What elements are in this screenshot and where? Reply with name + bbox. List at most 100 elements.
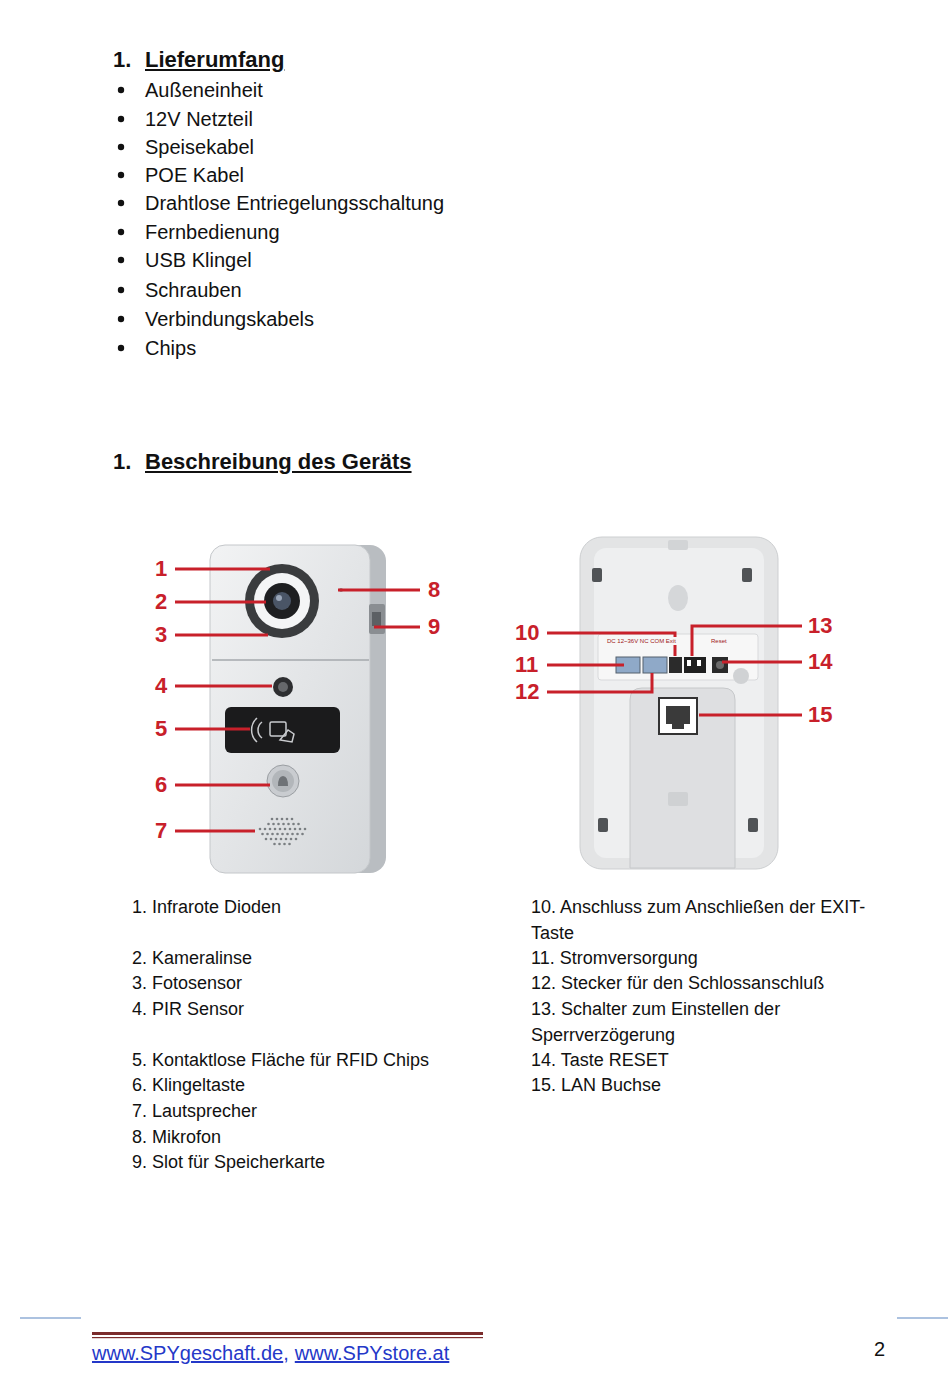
callout-number: 1 bbox=[155, 556, 167, 582]
callout-number: 8 bbox=[428, 577, 440, 603]
screw-slot bbox=[742, 568, 752, 582]
screw-slot bbox=[598, 818, 608, 832]
section-heading: Beschreibung des Geräts bbox=[145, 448, 412, 476]
leader-lines bbox=[175, 569, 802, 831]
card-slot-opening bbox=[372, 612, 381, 626]
rfid-hand bbox=[280, 730, 294, 742]
list-item: Speisekabel bbox=[145, 135, 254, 159]
page-number: 2 bbox=[874, 1337, 885, 1361]
speaker-hole bbox=[278, 843, 281, 846]
footer-link: www.SPYstore.at bbox=[295, 1341, 450, 1365]
callout-number: 14 bbox=[808, 649, 832, 675]
speaker-hole bbox=[273, 843, 276, 846]
housing-face bbox=[210, 545, 370, 873]
footer-link: www.SPYgeschaft.de bbox=[92, 1341, 283, 1365]
speaker-hole bbox=[267, 823, 270, 826]
part-description: 14. Taste RESET bbox=[531, 1048, 891, 1074]
leader-line bbox=[175, 784, 270, 787]
front-unit bbox=[210, 545, 386, 873]
speaker-hole bbox=[291, 818, 294, 821]
speaker-hole bbox=[281, 833, 284, 836]
back-plate bbox=[580, 537, 778, 869]
part-description: 15. LAN Buchse bbox=[531, 1073, 891, 1099]
speaker-hole bbox=[297, 823, 300, 826]
bullets bbox=[118, 87, 124, 351]
bullet-dot bbox=[118, 345, 124, 351]
bullet-dot bbox=[118, 316, 124, 322]
part-description: 2. Kameralinse bbox=[132, 946, 482, 972]
bullet-dot bbox=[118, 257, 124, 263]
list-item: POE Kabel bbox=[145, 163, 244, 187]
lan-opening bbox=[666, 706, 690, 724]
speaker-hole bbox=[279, 828, 282, 831]
speaker-hole bbox=[292, 823, 295, 826]
speaker-hole bbox=[286, 818, 289, 821]
callout-number: 3 bbox=[155, 622, 167, 648]
speaker-hole bbox=[295, 838, 298, 841]
speaker-hole bbox=[264, 828, 267, 831]
speaker-grille bbox=[259, 818, 307, 846]
speaker-hole bbox=[301, 833, 304, 836]
bullet-dot bbox=[118, 229, 124, 235]
rfid-card bbox=[270, 722, 286, 736]
rfid-wave bbox=[252, 718, 257, 742]
speaker-hole bbox=[291, 833, 294, 836]
face-divider bbox=[212, 659, 369, 661]
speaker-hole bbox=[259, 828, 262, 831]
switch-lever bbox=[697, 660, 701, 666]
callout-number: 7 bbox=[155, 818, 167, 844]
delay-switch bbox=[684, 657, 706, 673]
speaker-hole bbox=[281, 818, 284, 821]
terminal-label: DC 12~36V NC COM Exit bbox=[606, 637, 677, 645]
card-slot bbox=[369, 604, 385, 634]
speaker-hole bbox=[283, 843, 286, 846]
bell-button-inner bbox=[272, 770, 294, 792]
screw-slot bbox=[748, 818, 758, 832]
bullet-dot bbox=[118, 87, 124, 93]
speaker-hole bbox=[287, 823, 290, 826]
part-description: 7. Lautsprecher bbox=[132, 1099, 482, 1125]
plate-notch bbox=[668, 540, 688, 550]
part-description: 13. Schalter zum Einstellen der Sperrver… bbox=[531, 997, 891, 1048]
speaker-hole bbox=[294, 828, 297, 831]
lan-latch bbox=[672, 724, 684, 729]
callout-number: 5 bbox=[155, 716, 167, 742]
pir-lens bbox=[278, 682, 288, 692]
section-number: 1. bbox=[113, 448, 131, 476]
bell-icon bbox=[278, 776, 288, 786]
leader-line bbox=[175, 685, 272, 688]
bullet-dot bbox=[118, 144, 124, 150]
speaker-hole bbox=[270, 838, 273, 841]
bullet-dot bbox=[118, 172, 124, 178]
speaker-hole bbox=[280, 838, 283, 841]
callout-number: 13 bbox=[808, 613, 832, 639]
part-description: 11. Stromversorgung bbox=[531, 946, 891, 972]
rfid-icon bbox=[252, 718, 294, 742]
leader-line bbox=[722, 661, 802, 664]
speaker-hole bbox=[269, 828, 272, 831]
leader-line bbox=[547, 664, 624, 667]
speaker-hole bbox=[290, 838, 293, 841]
bullet-dot bbox=[118, 116, 124, 122]
part-description: 9. Slot für Speicherkarte bbox=[132, 1150, 482, 1176]
tab-slot bbox=[668, 792, 688, 806]
speaker-hole bbox=[272, 823, 275, 826]
speaker-hole bbox=[266, 833, 269, 836]
rfid-wave bbox=[258, 722, 262, 738]
leader-line bbox=[547, 673, 652, 692]
screw-slot bbox=[592, 568, 602, 582]
bell-button bbox=[267, 765, 299, 797]
cable-hole bbox=[733, 668, 749, 684]
list-item: 12V Netzteil bbox=[145, 107, 253, 131]
reset-button bbox=[712, 657, 728, 673]
speaker-hole bbox=[286, 833, 289, 836]
speaker-hole bbox=[271, 818, 274, 821]
speaker-hole bbox=[276, 833, 279, 836]
part-description: 6. Klingeltaste bbox=[132, 1073, 482, 1099]
part-description: 1. Infrarote Dioden bbox=[132, 895, 482, 921]
speaker-hole bbox=[274, 828, 277, 831]
speaker-hole bbox=[299, 828, 302, 831]
bullet-dot bbox=[118, 287, 124, 293]
terminal-label: Reset bbox=[710, 637, 728, 645]
speaker-hole bbox=[285, 838, 288, 841]
